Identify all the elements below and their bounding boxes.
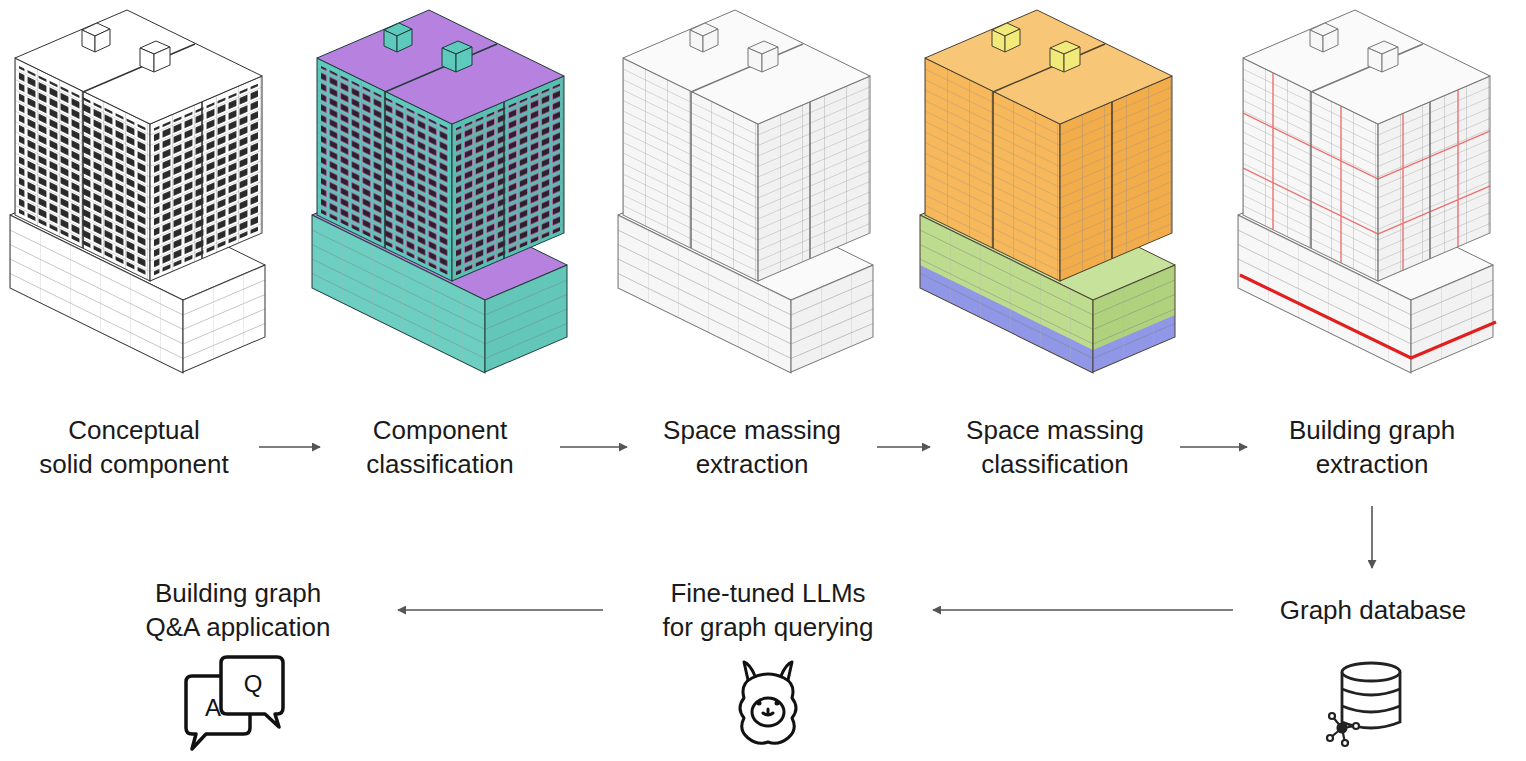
icon-letter: Q xyxy=(244,671,263,697)
flow-arrow xyxy=(877,446,930,448)
llama-face xyxy=(752,698,784,726)
llama-eye xyxy=(757,701,762,706)
question-bubble xyxy=(221,657,283,727)
llama-mouth xyxy=(763,709,773,715)
stage-label: Conceptual solid component xyxy=(34,413,234,481)
llama-eye xyxy=(775,701,780,706)
stage-label: Space massing extraction xyxy=(652,413,852,481)
qa-icon xyxy=(186,657,283,749)
flow-arrow xyxy=(398,609,603,611)
stage-text: Graph database xyxy=(1258,593,1488,627)
flow-arrow xyxy=(1371,506,1373,568)
stage-text: Building graph Q&A application xyxy=(103,576,373,644)
network-icon xyxy=(1327,713,1359,746)
stage-label: Space massing classification xyxy=(955,413,1155,481)
stage-text: Space massing extraction xyxy=(652,413,852,481)
llama-head xyxy=(740,674,796,743)
graph-building xyxy=(1238,10,1496,373)
flow-arrow xyxy=(560,446,627,448)
classified-massing-building xyxy=(920,10,1178,373)
stage-text: Building graph extraction xyxy=(1272,413,1472,481)
flow-arrow xyxy=(1180,446,1247,448)
icon-letter: A xyxy=(205,695,221,721)
network-node xyxy=(1353,723,1359,729)
flow-arrow xyxy=(933,609,1233,611)
stage-text: Fine-tuned LLMs for graph querying xyxy=(628,576,908,644)
conceptual-building xyxy=(10,10,268,373)
stage-text: Conceptual solid component xyxy=(34,413,234,481)
stage-label: Building graph Q&A application xyxy=(103,576,373,644)
stage-text: Component classification xyxy=(345,413,535,481)
stage-label: Graph database xyxy=(1258,593,1488,627)
flow-arrow xyxy=(259,446,320,448)
stage-text: Space massing classification xyxy=(955,413,1155,481)
classified-building xyxy=(312,10,570,373)
llama-icon xyxy=(740,662,796,743)
database-rings xyxy=(1342,689,1400,712)
network-node xyxy=(1329,713,1335,719)
stage-label: Component classification xyxy=(345,413,535,481)
database-top xyxy=(1342,663,1400,681)
network-node xyxy=(1327,735,1333,741)
network-hub xyxy=(1338,724,1347,733)
stage-label: Building graph extraction xyxy=(1272,413,1472,481)
database-icon xyxy=(1342,663,1400,728)
network-node xyxy=(1342,740,1348,746)
massing-building xyxy=(618,10,876,373)
stage-label: Fine-tuned LLMs for graph querying xyxy=(628,576,908,644)
